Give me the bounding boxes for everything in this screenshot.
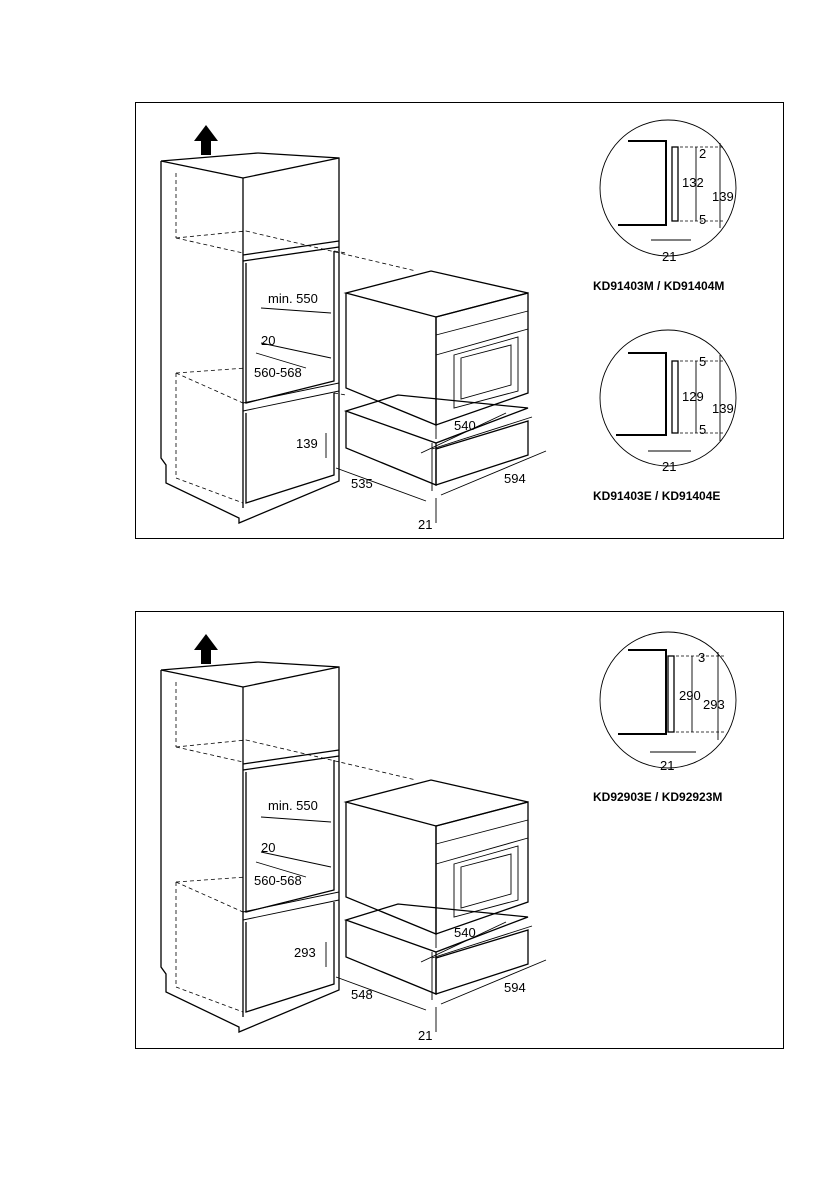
- detail-1-bottom: 5: [699, 212, 706, 227]
- detail-2-caption: KD91403E / KD91404E: [593, 489, 720, 503]
- detail-2-mid: 129: [682, 389, 704, 404]
- installation-diagram-panel-1: min. 550 20 560-568 139 535 21 540 594 2…: [135, 102, 784, 539]
- detail-1-width: 21: [660, 758, 674, 773]
- front-offset-label: 21: [418, 1028, 432, 1043]
- detail-circle-2: [599, 329, 737, 467]
- min-depth-label: min. 550: [268, 291, 318, 306]
- detail-2-bottom: 5: [699, 422, 706, 437]
- drawer-depth-label: 548: [351, 987, 373, 1002]
- detail-2-top: 5: [699, 354, 706, 369]
- detail-1-top: 2: [699, 146, 706, 161]
- cabinet-tower: [160, 152, 340, 524]
- front-width-label: 594: [504, 471, 526, 486]
- front-width-label: 594: [504, 980, 526, 995]
- warming-drawer: [343, 903, 533, 1000]
- drawer-depth-label: 535: [351, 476, 373, 491]
- detail-1-width: 21: [662, 249, 676, 264]
- detail-1-caption: KD91403M / KD91404M: [593, 279, 724, 293]
- detail-circle-1: [599, 119, 737, 257]
- niche-width-label: 560-568: [254, 365, 302, 380]
- detail-1-top: 3: [698, 650, 705, 665]
- gap-label: 20: [261, 840, 275, 855]
- cabinet-tower: [160, 661, 340, 1033]
- drawer-width-label: 540: [454, 925, 476, 940]
- detail-2-total: 139: [712, 401, 734, 416]
- oven-appliance: [343, 779, 529, 948]
- installation-diagram-panel-2: min. 550 20 560-568 293 548 21 540 594 3…: [135, 611, 784, 1049]
- niche-height-label: 139: [296, 436, 318, 451]
- detail-1-mid: 132: [682, 175, 704, 190]
- hidden-lines: [175, 682, 417, 1013]
- hidden-lines: [175, 173, 417, 504]
- detail-2-width: 21: [662, 459, 676, 474]
- drawer-width-label: 540: [454, 418, 476, 433]
- oven-appliance: [343, 270, 529, 439]
- gap-label: 20: [261, 333, 275, 348]
- niche-height-label: 293: [294, 945, 316, 960]
- detail-1-caption: KD92903E / KD92923M: [593, 790, 722, 804]
- dimension-lines: [255, 816, 547, 1032]
- up-arrow-icon: [194, 634, 218, 664]
- installation-drawing-1: min. 550 20 560-568 139 535 21 540 594 2…: [160, 119, 737, 532]
- detail-1-total: 293: [703, 697, 725, 712]
- detail-1-total: 139: [712, 189, 734, 204]
- warming-drawer: [343, 394, 533, 491]
- detail-circle-1: [599, 631, 737, 769]
- detail-1-mid: 290: [679, 688, 701, 703]
- niche-width-label: 560-568: [254, 873, 302, 888]
- up-arrow-icon: [194, 125, 218, 155]
- front-offset-label: 21: [418, 517, 432, 532]
- dimension-lines: [255, 307, 547, 523]
- min-depth-label: min. 550: [268, 798, 318, 813]
- installation-drawing-2: min. 550 20 560-568 293 548 21 540 594 3…: [160, 631, 737, 1043]
